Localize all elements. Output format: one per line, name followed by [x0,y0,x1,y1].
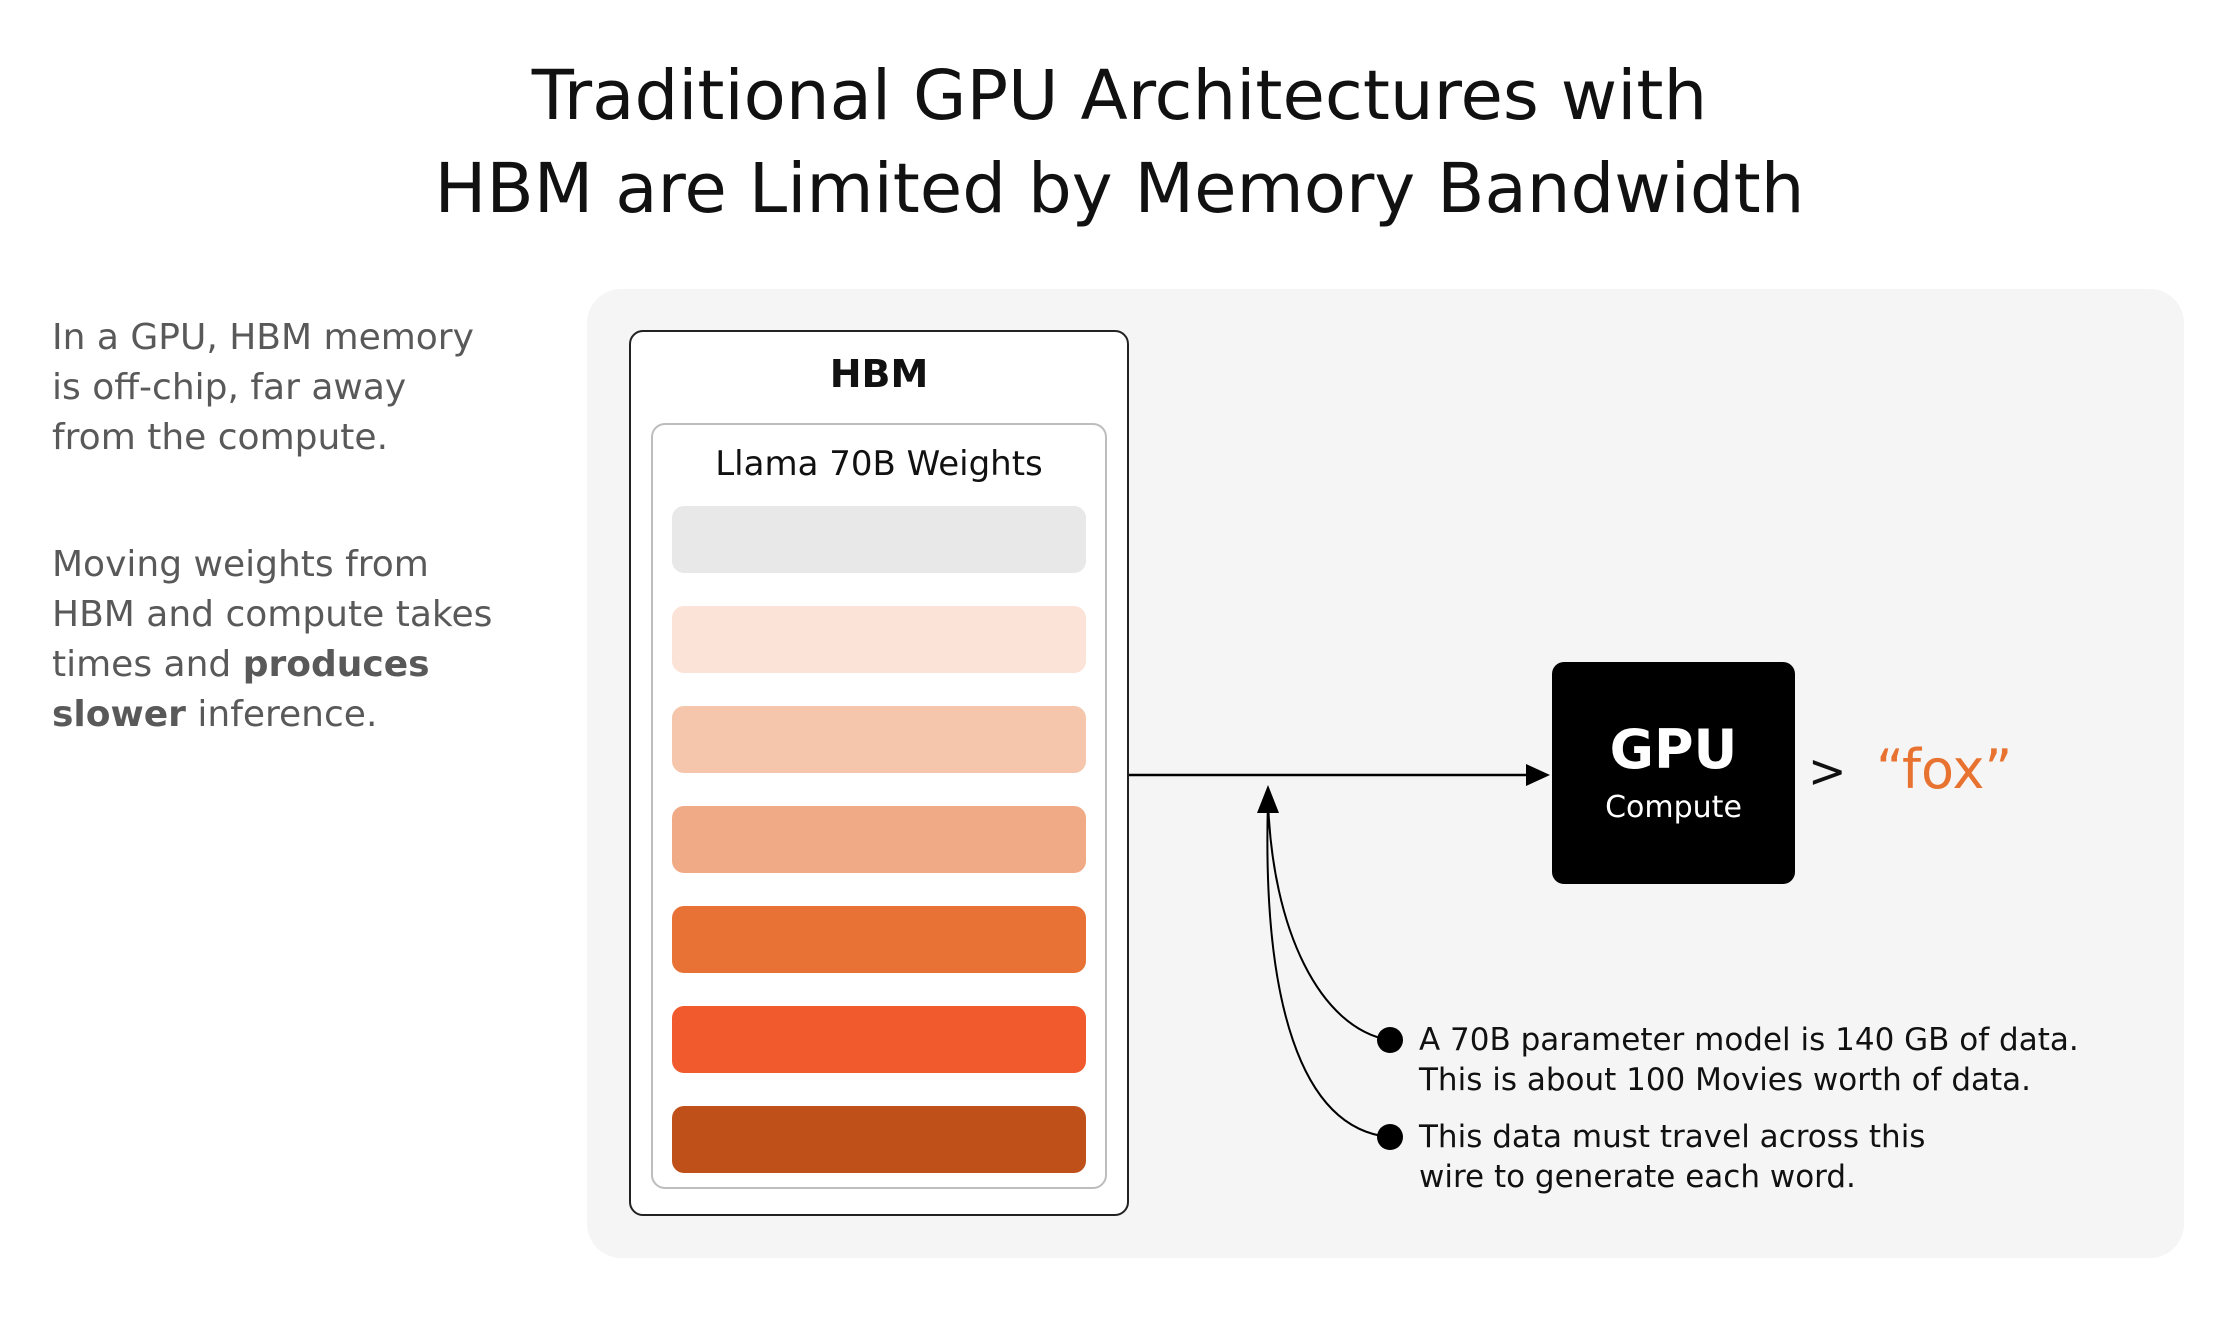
hbm-label: HBM [829,352,929,396]
gpu-title: GPU [1609,718,1738,781]
sidebar-line: In a GPU, HBM memory [52,317,474,358]
callout-arrowhead [1257,785,1279,813]
note-2: This data must travel across this wire t… [1419,1117,1925,1197]
sidebar-paragraph-1: In a GPU, HBM memory is off-chip, far aw… [52,313,474,463]
note-line: A 70B parameter model is 140 GB of data. [1419,1022,2079,1058]
sidebar-line: slower inference. [52,690,492,740]
wire-arrowhead [1526,764,1550,786]
sidebar-line: Moving weights from [52,544,429,585]
callout-line-1 [1267,799,1390,1041]
weight-layer-bar [672,906,1086,973]
callout-dot-1 [1377,1027,1403,1053]
gpu-chip [1552,662,1795,884]
weight-layer-bar [672,806,1086,873]
sidebar-bold-text: produces [242,644,430,685]
output-token: “fox” [1876,738,2013,801]
gpu-subtitle: Compute [1605,790,1742,825]
sidebar-line: times and produces [52,640,492,690]
note-1: A 70B parameter model is 140 GB of data.… [1419,1020,2079,1100]
weight-layer-bar [672,706,1086,773]
weight-layer-bar [672,506,1086,573]
title-line-2: HBM are Limited by Memory Bandwidth [434,149,1805,229]
note-line: This is about 100 Movies worth of data. [1419,1062,2032,1098]
output-arrow: > [1808,744,1847,798]
sidebar-line: from the compute. [52,417,389,458]
weights-label: Llama 70B Weights [715,444,1043,484]
page-title: Traditional GPU Architectures with HBM a… [0,50,2239,236]
weight-layer-bar [672,606,1086,673]
sidebar-line: HBM and compute takes [52,594,493,635]
sidebar-text: times and [52,644,243,685]
sidebar-line: is off-chip, far away [52,367,407,408]
sidebar-bold-text: slower [52,694,186,735]
callout-dot-2 [1377,1124,1403,1150]
title-line-1: Traditional GPU Architectures with [531,56,1708,136]
note-line: wire to generate each word. [1419,1159,1856,1195]
weight-layer-bar [672,1106,1086,1173]
note-line: This data must travel across this [1419,1119,1926,1155]
sidebar-text: inference. [185,694,378,735]
weight-layer-bar [672,1006,1086,1073]
sidebar-paragraph-2: Moving weights from HBM and compute take… [52,540,492,740]
callout-line-2 [1266,799,1390,1138]
